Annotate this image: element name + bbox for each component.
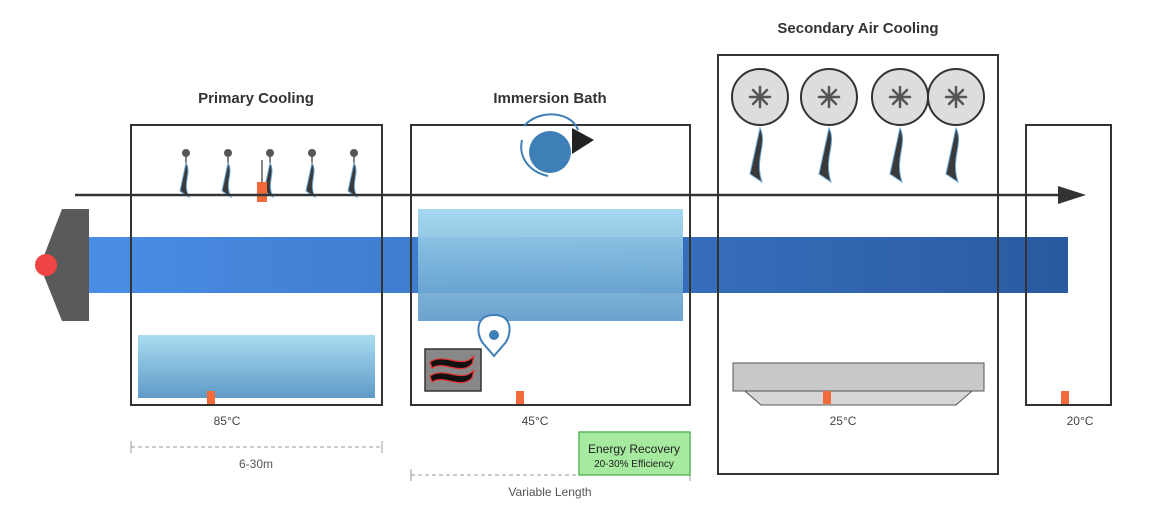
fan-icon xyxy=(926,67,986,127)
arrow-right-icon xyxy=(75,186,1086,204)
secondary-air-cooling-title: Secondary Air Cooling xyxy=(777,20,938,37)
air-nozzle-icon xyxy=(818,127,833,183)
temperature-sensor xyxy=(1061,391,1069,404)
spray-nozzle-icon xyxy=(221,148,233,198)
temperature-sensor xyxy=(516,391,524,404)
die-indicator-dot xyxy=(35,254,57,276)
primary-water-trough xyxy=(138,335,375,398)
temperature-sensor-probe xyxy=(257,182,267,202)
primary-temperature: 85°C xyxy=(214,414,241,428)
spray-nozzle-icon xyxy=(347,148,359,198)
primary-cooling-title: Primary Cooling xyxy=(198,90,314,107)
spray-nozzle-icon xyxy=(179,148,191,198)
air-nozzle-icon xyxy=(945,127,960,183)
fan-icon xyxy=(730,67,790,127)
flow-valve-icon xyxy=(477,313,511,358)
section-final: 20°C xyxy=(1025,124,1112,428)
energy-recovery-title: Energy Recovery xyxy=(588,442,680,456)
air-cooling-tray xyxy=(732,362,985,406)
primary-length-label: 6-30m xyxy=(239,457,273,471)
immersion-temperature: 45°C xyxy=(522,414,549,428)
final-temperature: 20°C xyxy=(1067,414,1094,428)
air-nozzle-icon xyxy=(749,127,764,183)
heat-exchanger-icon xyxy=(424,348,482,392)
energy-recovery-efficiency: 20-30% Efficiency xyxy=(594,459,674,470)
temperature-sensor xyxy=(207,391,215,404)
final-section-box xyxy=(1025,124,1112,406)
section-immersion-bath: Immersion Bath 45°C Variable Length xyxy=(410,90,691,499)
air-nozzle-icon xyxy=(889,127,904,183)
spray-nozzle-icon xyxy=(305,148,317,198)
pump-icon xyxy=(520,113,594,177)
primary-cooling-box xyxy=(130,124,383,406)
fan-icon xyxy=(870,67,930,127)
fan-icon xyxy=(799,67,859,127)
section-primary-cooling: Primary Cooling 85°C 6-30m xyxy=(130,90,383,471)
secondary-temperature: 25°C xyxy=(830,414,857,428)
immersion-water-tank xyxy=(418,209,683,321)
immersion-length-label: Variable Length xyxy=(508,485,591,499)
temperature-sensor xyxy=(823,391,831,404)
extrusion-die-head xyxy=(35,209,89,321)
immersion-bath-box xyxy=(410,124,691,406)
energy-recovery-badge: Energy Recovery 20-30% Efficiency xyxy=(578,431,691,476)
section-secondary-air-cooling: Secondary Air Cooling 25°C xyxy=(717,20,999,475)
secondary-air-cooling-box xyxy=(717,54,999,475)
immersion-bath-title: Immersion Bath xyxy=(493,90,606,107)
